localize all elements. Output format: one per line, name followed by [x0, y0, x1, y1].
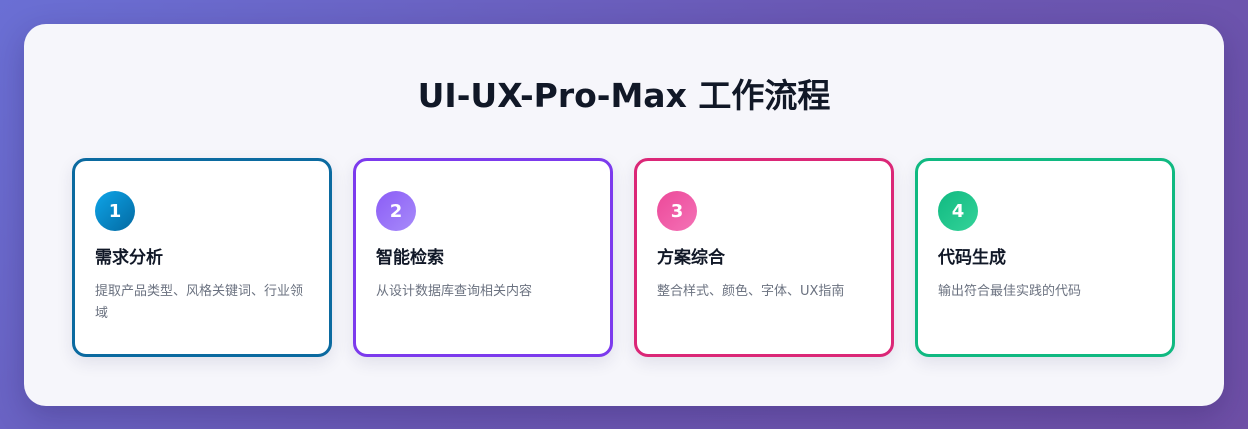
workflow-panel: UI-UX-Pro-Max 工作流程 1 需求分析 提取产品类型、风格关键词、行…: [24, 24, 1224, 406]
step-description: 从设计数据库查询相关内容: [376, 284, 533, 299]
step-card-2: 2 智能检索 从设计数据库查询相关内容: [353, 158, 613, 357]
step-title: 方案综合: [657, 248, 725, 268]
page-title: UI-UX-Pro-Max 工作流程: [417, 76, 831, 115]
step-number-badge: 2: [376, 191, 416, 231]
step-description: 提取产品类型、风格关键词、行业领域: [95, 284, 304, 321]
step-title: 智能检索: [376, 248, 444, 268]
step-title: 需求分析: [95, 248, 163, 268]
steps-row: 1 需求分析 提取产品类型、风格关键词、行业领域 2 智能检索 从设计数据库查询…: [72, 158, 1176, 357]
step-card-1: 1 需求分析 提取产品类型、风格关键词、行业领域: [72, 158, 332, 357]
step-description: 整合样式、颜色、字体、UX指南: [657, 284, 845, 299]
step-number-badge: 3: [657, 191, 697, 231]
step-card-3: 3 方案综合 整合样式、颜色、字体、UX指南: [634, 158, 894, 357]
step-title: 代码生成: [938, 248, 1006, 268]
step-number-badge: 4: [938, 191, 978, 231]
step-card-4: 4 代码生成 输出符合最佳实践的代码: [915, 158, 1175, 357]
step-description: 输出符合最佳实践的代码: [938, 284, 1082, 299]
step-number-badge: 1: [95, 191, 135, 231]
